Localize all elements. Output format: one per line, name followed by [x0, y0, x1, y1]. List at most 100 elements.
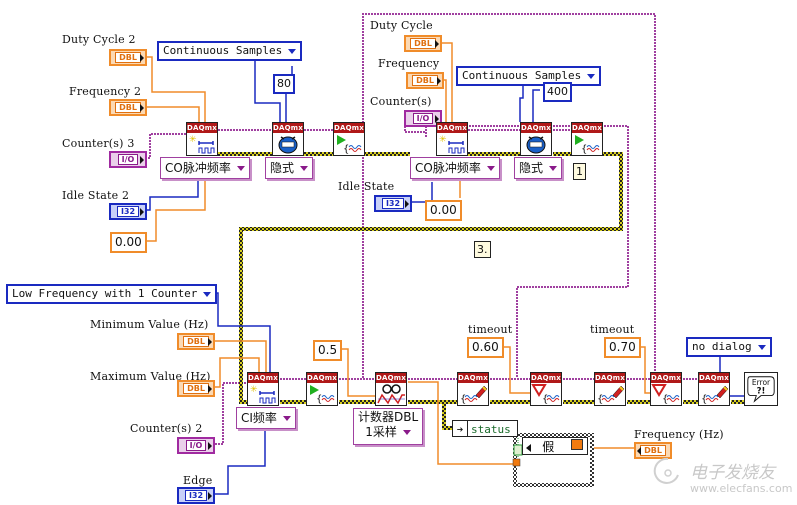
case-prev-arrow-icon[interactable]: [526, 443, 531, 452]
error-speech-bubble-icon: Error ?!: [747, 376, 775, 403]
watermark-title: 电子发烧友: [690, 463, 775, 483]
measurement-method-ring[interactable]: Low Frequency with 1 Counter: [6, 284, 218, 304]
terminal-arrow-icon: [208, 492, 212, 500]
sample-mode-ring-1[interactable]: Continuous Samples: [157, 41, 303, 61]
read-counter-dbl-selector[interactable]: 计数器DBL 1采样: [353, 408, 424, 445]
daqmx-stop-task-2[interactable]: DAQmx {: [650, 372, 682, 406]
initial-delay-1-constant[interactable]: 0.00: [110, 232, 147, 253]
daqmx-clear-task-3[interactable]: DAQmx {: [698, 372, 730, 406]
outer-while-loop-frame: [362, 13, 656, 378]
co-pulse-freq-selector-2[interactable]: CO脉冲频率: [410, 157, 500, 179]
start-task-icon: {: [575, 135, 600, 155]
daqmx-create-channel-co-2[interactable]: DAQmx ✳: [436, 122, 468, 156]
samples-per-channel-400[interactable]: 400: [543, 82, 572, 102]
daqmx-timing-1[interactable]: DAQmx: [272, 122, 304, 156]
terminal-arrow-icon: [140, 208, 144, 216]
svg-text:{: {: [597, 394, 603, 405]
edge-label: Edge: [183, 474, 213, 487]
idle-state-label: Idle State: [338, 180, 395, 193]
ci-freq-selector[interactable]: CI频率: [236, 407, 296, 429]
idle-state-2-control[interactable]: I32: [109, 203, 147, 220]
clear-task-eraser-icon: {: [597, 385, 625, 405]
svg-text:{: {: [316, 394, 322, 405]
timeout-1-label: timeout: [468, 323, 513, 336]
terminal-arrow-icon: [435, 40, 439, 48]
read-timeout-constant[interactable]: 0.5: [313, 340, 343, 361]
daqmx-read[interactable]: DAQmx: [375, 372, 407, 406]
terminal-arrow-icon: [208, 385, 212, 393]
daqmx-create-channel-ci[interactable]: DAQmx ✳: [247, 372, 279, 406]
dropdown-arrow-icon: [402, 430, 411, 435]
terminal-arrow-icon: [140, 156, 144, 164]
terminal-arrow-icon: [208, 338, 212, 346]
case-tunnel: [512, 458, 521, 467]
timeout-1-constant[interactable]: 0.60: [467, 337, 504, 358]
daqmx-start-task-3[interactable]: DAQmx {: [306, 372, 338, 406]
daqmx-start-task-2[interactable]: DAQmx {: [571, 122, 603, 156]
dropdown-arrow-icon: [300, 166, 309, 171]
dropdown-arrow-icon: [549, 166, 558, 171]
counters-2-control[interactable]: I/O: [177, 437, 215, 454]
min-value-control[interactable]: DBL: [177, 333, 215, 350]
dropdown-arrow-icon: [486, 166, 495, 171]
timing-clock-icon: [526, 136, 546, 154]
min-value-label: Minimum Value (Hz): [90, 318, 209, 331]
terminal-arrow-icon: [435, 115, 439, 123]
sample-mode-ring-2[interactable]: Continuous Samples: [456, 66, 602, 86]
duty-cycle-control[interactable]: DBL: [404, 35, 442, 52]
timeout-2-label: timeout: [590, 323, 635, 336]
timing-implicit-selector-1[interactable]: 隐式: [265, 157, 314, 179]
frequency-hz-label: Frequency (Hz): [634, 428, 724, 441]
co-pulse-freq-selector-1[interactable]: CO脉冲频率: [160, 157, 250, 179]
max-value-label: Maximum Value (Hz): [90, 370, 211, 383]
svg-text:✳: ✳: [439, 135, 447, 145]
svg-text:✳: ✳: [250, 385, 258, 395]
create-channel-pulse-icon: ✳: [250, 385, 276, 404]
edge-control[interactable]: I32: [177, 487, 215, 504]
read-glasses-icon: [377, 384, 405, 405]
timeout-2-constant[interactable]: 0.70: [604, 337, 641, 358]
timing-implicit-selector-2[interactable]: 隐式: [514, 157, 563, 179]
frequency-2-control[interactable]: DBL: [109, 99, 147, 116]
counters-control[interactable]: I/O: [404, 110, 442, 127]
svg-text:{: {: [460, 394, 466, 405]
samples-per-channel-80[interactable]: 80: [273, 74, 295, 94]
terminal-arrow-icon: [208, 442, 212, 450]
case-selector-terminal: [513, 444, 523, 456]
create-channel-pulse-icon: ✳: [439, 135, 465, 154]
frequency-label: Frequency: [378, 57, 440, 70]
max-value-control[interactable]: DBL: [177, 380, 215, 397]
daqmx-create-channel-co-1[interactable]: DAQmx ✳: [186, 122, 218, 156]
error-dialog-type-ring[interactable]: no dialog: [686, 337, 772, 357]
dropdown-arrow-icon: [236, 166, 245, 171]
svg-text:✳: ✳: [189, 135, 197, 145]
frequency-hz-indicator: DBL: [634, 442, 672, 459]
frequency-control[interactable]: DBL: [406, 72, 444, 89]
loop-iteration-terminal-2: 3.: [474, 241, 491, 258]
case-selector-label[interactable]: 假: [522, 437, 588, 455]
stop-task-icon: {: [651, 384, 680, 405]
terminal-arrow-icon: [637, 447, 641, 455]
counters-3-label: Counter(s) 3: [62, 137, 135, 150]
watermark-logo-icon: [653, 457, 679, 484]
start-task-icon: {: [337, 135, 362, 155]
daqmx-timing-2[interactable]: DAQmx: [520, 122, 552, 156]
svg-text:{: {: [542, 394, 548, 405]
initial-delay-2-constant[interactable]: 0.00: [425, 200, 462, 221]
counters-3-control[interactable]: I/O: [109, 151, 147, 168]
duty-cycle-2-control[interactable]: DBL: [109, 49, 147, 66]
daqmx-start-task-1[interactable]: DAQmx {: [333, 122, 365, 156]
dropdown-arrow-icon: [288, 48, 297, 54]
task-wire-first: [145, 129, 333, 159]
unbundle-arrow-icon: ➔: [453, 421, 468, 436]
unbundle-by-name-status[interactable]: ➔status: [452, 420, 518, 437]
simple-error-handler[interactable]: Error ?!: [744, 372, 778, 406]
duty-cycle-label: Duty Cycle: [370, 19, 433, 32]
daqmx-clear-task-1[interactable]: DAQmx {: [457, 372, 489, 406]
idle-state-control[interactable]: I32: [374, 195, 412, 212]
daqmx-clear-task-2[interactable]: DAQmx {: [594, 372, 626, 406]
duty-cycle-2-label: Duty Cycle 2: [62, 33, 136, 46]
daqmx-stop-task-1[interactable]: DAQmx {: [530, 372, 562, 406]
dropdown-arrow-icon: [203, 291, 212, 297]
